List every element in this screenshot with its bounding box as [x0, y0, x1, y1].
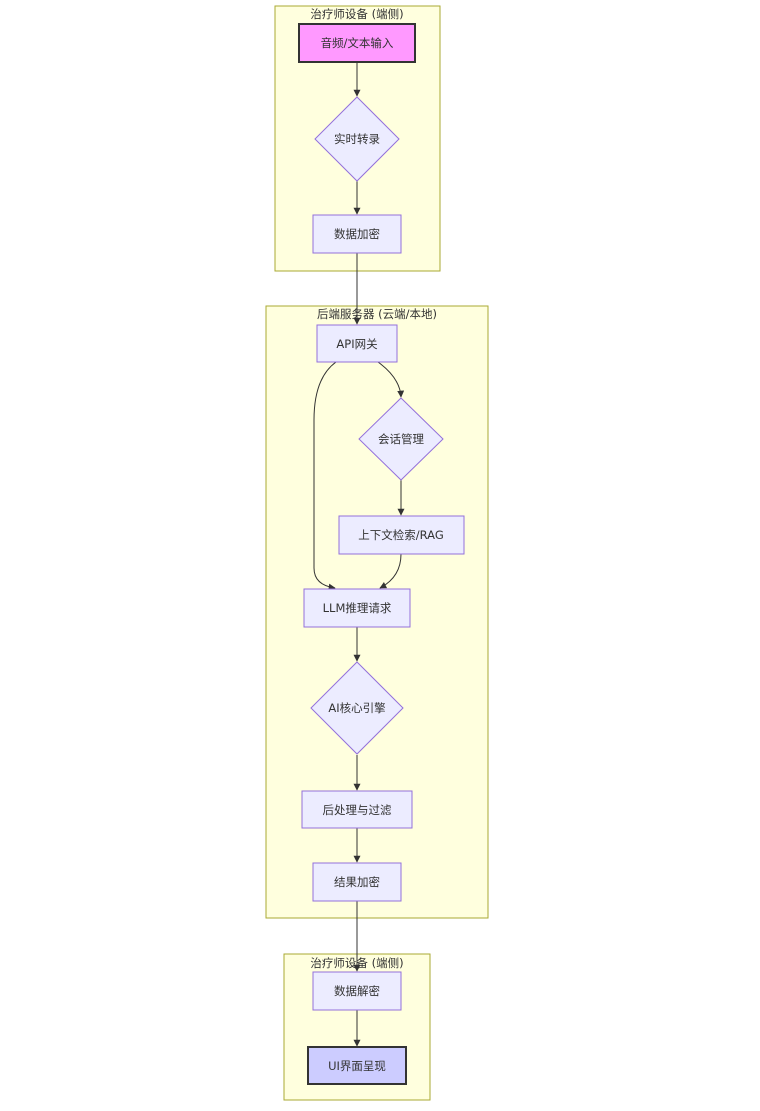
node-api-gateway-label: API网关 — [336, 337, 378, 351]
node-realtime-transcription-label: 实时转录 — [334, 132, 380, 146]
edge-gateway-llm — [313, 361, 337, 591]
node-ai-core-engine: AI核心引擎 — [310, 661, 404, 755]
node-realtime-transcription: 实时转录 — [314, 96, 400, 182]
node-postprocess-filter: 后处理与过滤 — [301, 790, 413, 829]
node-ui-presentation: UI界面呈现 — [307, 1046, 407, 1085]
node-result-encryption-label: 结果加密 — [334, 875, 380, 889]
cluster-server-label: 后端服务器 (云端/本地) — [317, 307, 437, 321]
node-context-retrieval-rag: 上下文检索/RAG — [338, 515, 465, 555]
edges — [313, 62, 405, 1047]
node-audio-text-input-label: 音频/文本输入 — [321, 36, 394, 50]
node-session-management-label: 会话管理 — [378, 432, 424, 446]
node-data-encryption: 数据加密 — [312, 214, 402, 254]
node-ui-presentation-label: UI界面呈现 — [328, 1059, 386, 1073]
node-data-decryption-label: 数据解密 — [334, 984, 380, 998]
node-llm-inference-request-label: LLM推理请求 — [323, 601, 392, 615]
node-postprocess-filter-label: 后处理与过滤 — [323, 803, 392, 817]
node-audio-text-input: 音频/文本输入 — [298, 23, 416, 63]
node-data-encryption-label: 数据加密 — [334, 227, 380, 241]
node-session-management: 会话管理 — [358, 397, 444, 481]
node-data-decryption: 数据解密 — [312, 971, 402, 1011]
edge-rag-llm — [379, 553, 402, 589]
node-api-gateway: API网关 — [316, 324, 398, 363]
node-result-encryption: 结果加密 — [312, 862, 402, 902]
edge-gateway-session — [377, 361, 405, 398]
node-ai-core-engine-label: AI核心引擎 — [328, 701, 386, 715]
cluster-device-top-label: 治疗师设备 (端侧) — [310, 7, 403, 21]
node-context-retrieval-rag-label: 上下文检索/RAG — [358, 528, 443, 542]
node-llm-inference-request: LLM推理请求 — [303, 588, 411, 628]
